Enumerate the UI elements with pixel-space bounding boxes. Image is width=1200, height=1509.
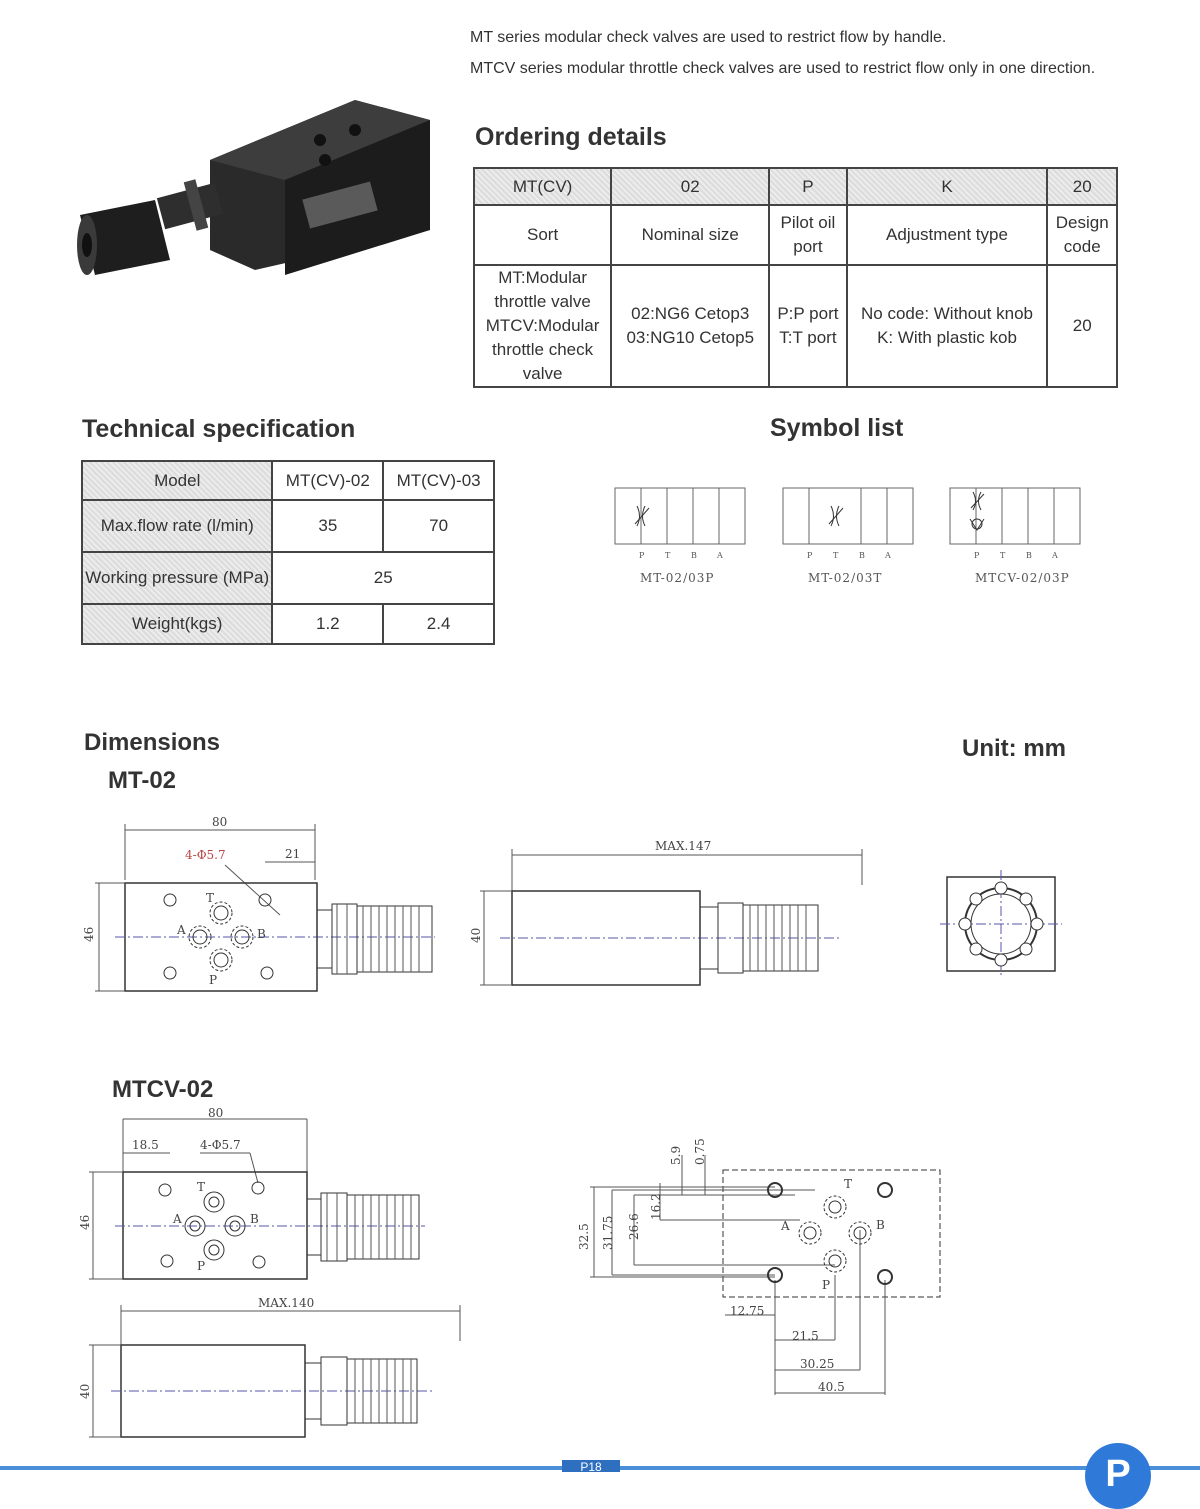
symbol-caption-1: MT-02/03P: [640, 571, 714, 585]
symbols-title: Symbol list: [770, 414, 904, 442]
tech-weight-03: 2.4: [382, 603, 495, 645]
intro-line-1: MT series modular check valves are used …: [470, 29, 947, 46]
svg-text:0.75: 0.75: [693, 1138, 707, 1165]
tech-header-02: MT(CV)-02: [271, 460, 385, 501]
svg-text:B: B: [257, 927, 266, 941]
tech-header-model: Model: [80, 460, 274, 501]
svg-text:46: 46: [82, 927, 96, 942]
product-photo: [77, 100, 430, 275]
svg-text:T: T: [665, 551, 671, 560]
tech-table: Model MT(CV)-02 MT(CV)-03 Max.flow rate …: [80, 460, 495, 645]
value-adjust: No code: Without knob K: With plastic ko…: [845, 264, 1049, 388]
svg-text:40.5: 40.5: [818, 1380, 845, 1394]
tech-label-weight: Weight(kgs): [80, 603, 274, 645]
value-design: 20: [1046, 264, 1118, 388]
ordering-table: MT(CV) 02 P K 20 Sort Nominal size Pilot…: [472, 167, 1118, 388]
svg-text:32.5: 32.5: [577, 1223, 591, 1250]
svg-text:A: A: [1051, 551, 1058, 560]
svg-text:A: A: [176, 923, 186, 937]
svg-text:80: 80: [208, 1106, 223, 1120]
svg-text:T: T: [1000, 551, 1006, 560]
label-adjust: Adjustment type: [845, 204, 1049, 266]
svg-text:B: B: [1026, 551, 1032, 560]
svg-text:31.75: 31.75: [601, 1216, 615, 1250]
symbol-mt-t: P T B A MT-02/03T: [782, 487, 914, 585]
svg-text:4-Φ5.7: 4-Φ5.7: [200, 1138, 241, 1152]
value-size: 02:NG6 Cetop3 03:NG10 Cetop5: [610, 264, 771, 388]
code-size: 02: [610, 167, 771, 206]
svg-text:26.6: 26.6: [627, 1213, 641, 1240]
svg-text:T: T: [833, 551, 839, 560]
symbol-list: P T B A MT-02/03P P T B A MT-02/03T P T …: [614, 487, 1081, 585]
svg-text:4-Φ5.7: 4-Φ5.7: [185, 848, 226, 862]
tech-header-03: MT(CV)-03: [382, 460, 495, 501]
svg-text:A: A: [884, 551, 891, 560]
svg-text:P: P: [209, 973, 217, 987]
mt02-title: MT-02: [108, 767, 177, 794]
svg-text:A: A: [172, 1212, 182, 1226]
symbol-mtcv-p: P T B A MTCV-02/03P: [949, 487, 1081, 585]
tech-pressure: 25: [271, 551, 495, 605]
svg-text:16.2: 16.2: [649, 1193, 663, 1220]
svg-text:40: 40: [78, 1384, 92, 1399]
mtcv02-title: MTCV-02: [112, 1076, 214, 1103]
svg-text:5.9: 5.9: [669, 1146, 683, 1165]
svg-text:P: P: [974, 551, 980, 560]
svg-text:P: P: [639, 551, 645, 560]
mtcv02-side-drawing: MAX.140 40: [78, 1296, 461, 1438]
svg-text:MAX.147: MAX.147: [655, 839, 711, 853]
tech-flow-02: 35: [271, 499, 385, 553]
tech-title: Technical specification: [82, 415, 356, 443]
svg-text:B: B: [876, 1218, 885, 1232]
svg-text:MAX.140: MAX.140: [258, 1296, 314, 1310]
svg-text:A: A: [780, 1219, 790, 1233]
code-design: 20: [1046, 167, 1118, 206]
mt02-side-drawing: MAX.147 40: [470, 839, 863, 986]
intro-line-2: MTCV series modular throttle check valve…: [470, 60, 1096, 77]
ordering-title: Ordering details: [475, 123, 667, 151]
tech-flow-03: 70: [382, 499, 495, 553]
code-pilot: P: [768, 167, 848, 206]
svg-text:18.5: 18.5: [132, 1138, 159, 1152]
svg-text:B: B: [691, 551, 697, 560]
label-size: Nominal size: [610, 204, 771, 266]
svg-text:30.25: 30.25: [800, 1357, 834, 1371]
svg-text:T: T: [197, 1180, 205, 1194]
dimensions-title: Dimensions: [84, 729, 221, 756]
unit-label: Unit: mm: [962, 735, 1066, 762]
code-adjust: K: [845, 167, 1049, 206]
value-pilot: P:P port T:T port: [768, 264, 848, 388]
page-number: P18: [562, 1460, 620, 1472]
label-sort: Sort: [472, 204, 613, 266]
symbol-caption-2: MT-02/03T: [808, 571, 882, 585]
svg-text:21.5: 21.5: [792, 1329, 819, 1343]
symbol-caption-3: MTCV-02/03P: [975, 571, 1070, 585]
value-sort: MT:Modular throttle valve MTCV:Modular t…: [472, 264, 613, 388]
mtcv02-top-drawing: 80 18.5 4-Φ5.7 46 T A B P: [78, 1106, 425, 1280]
svg-text:46: 46: [78, 1215, 92, 1230]
label-pilot: Pilot oil port: [768, 204, 848, 266]
svg-text:T: T: [844, 1177, 852, 1191]
tech-weight-02: 1.2: [271, 603, 385, 645]
svg-text:T: T: [206, 891, 214, 905]
svg-text:B: B: [859, 551, 865, 560]
tech-label-pressure: Working pressure (MPa): [80, 551, 274, 605]
svg-text:A: A: [716, 551, 723, 560]
tech-label-flow: Max.flow rate (l/min): [80, 499, 274, 553]
mt02-top-drawing: 80 4-Φ5.7 21 46 T A B P: [82, 815, 435, 992]
svg-text:80: 80: [212, 815, 227, 829]
svg-text:P: P: [822, 1278, 830, 1292]
svg-text:40: 40: [470, 928, 483, 943]
brand-logo: P: [1085, 1443, 1151, 1509]
port-layout-drawing: 32.5 31.75 26.6 16.2 5.9 0.75 12.75 21.5…: [577, 1138, 941, 1395]
label-design: Design code: [1046, 204, 1118, 266]
svg-text:P: P: [807, 551, 813, 560]
code-sort: MT(CV): [472, 167, 613, 206]
symbol-mt-p: P T B A MT-02/03P: [614, 487, 746, 585]
svg-text:12.75: 12.75: [730, 1304, 764, 1318]
svg-text:21: 21: [285, 847, 300, 861]
mt02-end-drawing: [940, 870, 1062, 978]
svg-text:B: B: [250, 1212, 259, 1226]
svg-text:P: P: [197, 1259, 205, 1273]
